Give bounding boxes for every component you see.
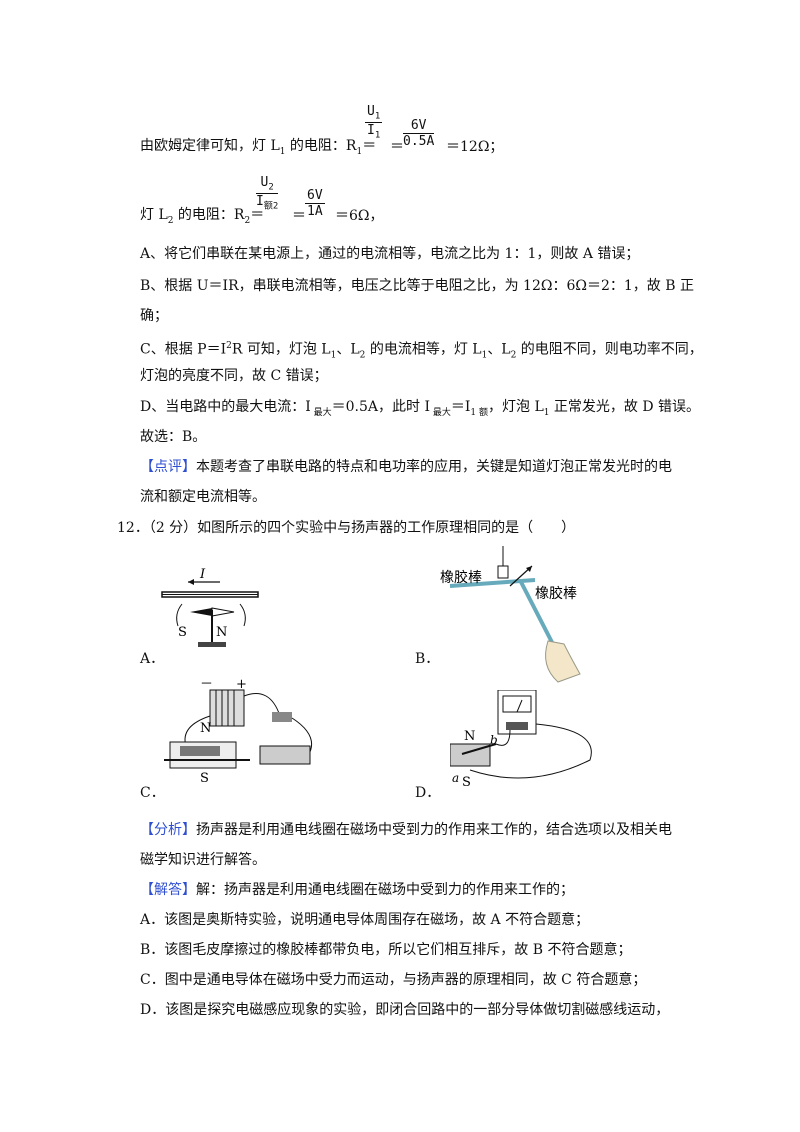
figure-a-label: A． <box>140 651 165 667</box>
figure-a-oersted: I S N <box>161 567 259 647</box>
r1-eq2: ＝ <box>390 139 404 155</box>
svg-text:橡胶棒: 橡胶棒 <box>535 585 577 602</box>
r2-fraction-symbolic: U2 I额2 <box>256 175 279 212</box>
r1-line: 由欧姆定律可知，灯 L1 的电阻：R1＝ <box>140 138 377 157</box>
option-a-explanation: A、将它们串联在某电源上，通过的电流相等，电流之比为 1：1，则故 A 错误； <box>140 246 640 262</box>
answer-b: B．该图毛皮摩擦过的橡胶棒都带负电，所以它们相互排斥，故 B 不符合题意； <box>140 942 632 958</box>
answer-d: D．该图是探究电磁感应现象的实验，即闭合回路中的一部分导体做切割磁感线运动， <box>140 1002 670 1018</box>
r1-fraction-numeric: 6V 0.5A <box>403 118 435 149</box>
answer-a: A．该图是奥斯特实验，说明通电导体周围存在磁场，故 A 不符合题意； <box>140 912 590 928</box>
svg-text:I: I <box>199 567 206 582</box>
option-c-explanation-2: 灯泡的亮度不同，故 C 错误； <box>140 368 328 384</box>
review-line-2: 流和额定电流相等。 <box>140 489 266 505</box>
r2-fraction-numeric: 6V 1A <box>305 188 325 219</box>
svg-text:橡胶棒: 橡胶棒 <box>440 569 482 586</box>
figure-c-motor-principle: － + N S <box>164 677 312 786</box>
r2-eq2: ＝ <box>292 208 306 224</box>
svg-text:a: a <box>452 771 459 785</box>
analysis-line-2: 磁学知识进行解答。 <box>140 852 266 868</box>
option-b-explanation-2: 确； <box>140 308 168 324</box>
r2-result: ＝6Ω， <box>335 208 384 224</box>
r1-result: ＝12Ω； <box>446 139 504 155</box>
question-12: 12．（2 分）如图所示的四个实验中与扬声器的工作原理相同的是（ ） <box>117 518 575 538</box>
svg-text:－: － <box>200 677 213 692</box>
svg-text:+: + <box>236 677 247 692</box>
r2-line: 灯 L2 的电阻：R2＝ <box>140 207 265 226</box>
option-c-explanation-1: C、根据 P＝I2R 可知，灯泡 L1、L2 的电流相等，灯 L1、L2 的电阻… <box>140 341 703 361</box>
figure-b-rubber-rods: 橡胶棒 橡胶棒 <box>440 546 581 683</box>
option-d-explanation: D、当电路中的最大电流：I 最大＝0.5A，此时 I 最大＝I1 额，灯泡 L1… <box>140 399 701 418</box>
figure-c-label: C． <box>140 785 165 801</box>
analysis-line-1: 【分析】扬声器是利用通电线圈在磁场中受到力的作用来工作的，结合选项以及相关电 <box>140 822 672 838</box>
svg-text:N: N <box>216 625 227 640</box>
answer-line: 【解答】解：扬声器是利用通电线圈在磁场中受到力的作用来工作的； <box>140 882 574 898</box>
option-b-explanation-1: B、根据 U＝IR，串联电流相等，电压之比等于电阻之比，为 12Ω：6Ω＝2：1… <box>140 278 694 294</box>
svg-text:N: N <box>200 721 211 736</box>
review-line-1: 【点评】本题考查了串联电路的特点和电功率的应用，关键是知道灯泡正常发光时的电 <box>140 459 672 475</box>
figure-b-label: B． <box>415 651 440 667</box>
r1-fraction-symbolic: U1 I1 <box>365 104 383 141</box>
svg-text:b: b <box>490 733 498 747</box>
figure-d-label: D． <box>415 785 441 801</box>
question-number: 12． <box>117 520 149 536</box>
question-text: （2 分）如图所示的四个实验中与扬声器的工作原理相同的是（ ） <box>148 520 576 536</box>
choice-line: 故选：B。 <box>140 429 207 445</box>
svg-text:S: S <box>178 625 187 640</box>
svg-text:N: N <box>464 729 475 744</box>
analysis-tag: 【分析】 <box>140 822 196 838</box>
svg-text:S: S <box>200 771 209 786</box>
svg-text:S: S <box>462 775 471 790</box>
review-tag: 【点评】 <box>140 459 196 475</box>
answer-tag: 【解答】 <box>140 882 196 898</box>
figure-d-induction: N b a S <box>450 690 592 790</box>
answer-c: C．图中是通电导体在磁场中受力而运动，与扬声器的原理相同，故 C 符合题意； <box>140 972 647 988</box>
